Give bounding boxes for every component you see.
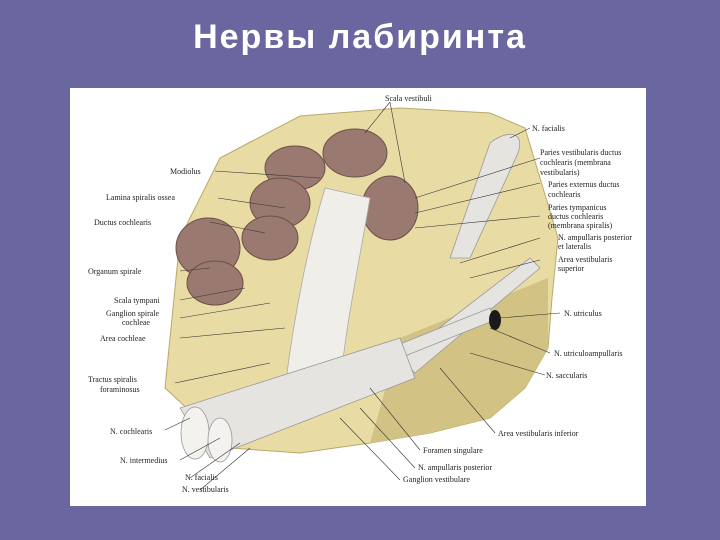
bone-shadow xyxy=(370,278,548,443)
label-n-ampullaris-posterior: N. ampullaris posterior xyxy=(418,463,492,472)
label-n-facialis-top: N. facialis xyxy=(532,124,565,133)
foramen-dark xyxy=(489,310,501,330)
label-area-vest-sup-2: superior xyxy=(558,264,585,273)
label-n-utriculus: N. utriculus xyxy=(564,309,602,318)
label-paries-externus-1: Paries externus ductus xyxy=(548,180,620,189)
label-lamina-spiralis: Lamina spiralis ossea xyxy=(106,193,175,202)
label-n-cochlearis: N. cochlearis xyxy=(110,427,152,436)
label-ganglion-spirale-1: Ganglion spirale xyxy=(106,309,160,318)
label-n-ampullaris-post-lat-2: et lateralis xyxy=(558,242,591,251)
cochlea-turn-apex-1 xyxy=(322,128,388,178)
label-n-vestibularis: N. vestibularis xyxy=(182,485,229,494)
cochlea-turn-middle-1 xyxy=(361,175,419,241)
label-modiolus: Modiolus xyxy=(170,167,201,176)
label-ganglion-vestibulare: Ganglion vestibulare xyxy=(403,475,470,484)
label-area-vest-inf: Area vestibularis inferior xyxy=(498,429,579,438)
labyrinth-nerves-drawing: Scala vestibuli N. facialis Paries vesti… xyxy=(88,94,632,494)
label-paries-tympanicus-3: (membrana spiralis) xyxy=(548,221,613,230)
label-n-utriculoampullaris: N. utriculoampullaris xyxy=(554,349,622,358)
label-n-facialis-bottom: N. facialis xyxy=(185,473,218,482)
cochlea-turn-basal-1 xyxy=(241,215,299,261)
label-tractus-2: foraminosus xyxy=(100,385,140,394)
label-paries-tympanicus-1: Paries tympanicus xyxy=(548,203,606,212)
label-area-vest-sup-1: Area vestibularis xyxy=(558,255,612,264)
label-ductus-cochlearis: Ductus cochlearis xyxy=(94,218,151,227)
nerve-trunk-cut-end-2 xyxy=(207,417,233,463)
anatomy-illustration: Scala vestibuli N. facialis Paries vesti… xyxy=(70,88,646,506)
label-scala-vestibuli: Scala vestibuli xyxy=(385,94,433,103)
leader-lines xyxy=(164,101,561,491)
label-scala-tympani: Scala tympani xyxy=(114,296,160,305)
label-paries-tympanicus-2: ductus cochlearis xyxy=(548,212,603,221)
nerve-trunk-cut-end xyxy=(180,406,210,460)
label-n-ampullaris-post-lat-1: N. ampullaris posterior xyxy=(558,233,632,242)
label-n-intermedius: N. intermedius xyxy=(120,456,168,465)
label-paries-vestibularis-2: cochlearis (membrana xyxy=(540,158,611,167)
label-paries-externus-2: cochlearis xyxy=(548,190,580,199)
label-foramen-singulare: Foramen singulare xyxy=(423,446,483,455)
cochlea-cavities xyxy=(175,128,419,306)
cochlea-turn-basal-3 xyxy=(186,260,244,306)
label-tractus-1: Tractus spiralis xyxy=(88,375,137,384)
label-organum-spirale: Organum spirale xyxy=(88,267,142,276)
label-paries-vestibularis-1: Paries vestibularis ductus xyxy=(540,148,621,157)
label-paries-vestibularis-3: vestibularis) xyxy=(540,168,580,177)
label-area-cochleae: Area cochleae xyxy=(100,334,146,343)
slide-title: Нервы лабиринта xyxy=(193,18,527,56)
label-n-saccularis: N. saccularis xyxy=(546,371,587,380)
label-ganglion-spirale-2: cochleae xyxy=(122,318,150,327)
